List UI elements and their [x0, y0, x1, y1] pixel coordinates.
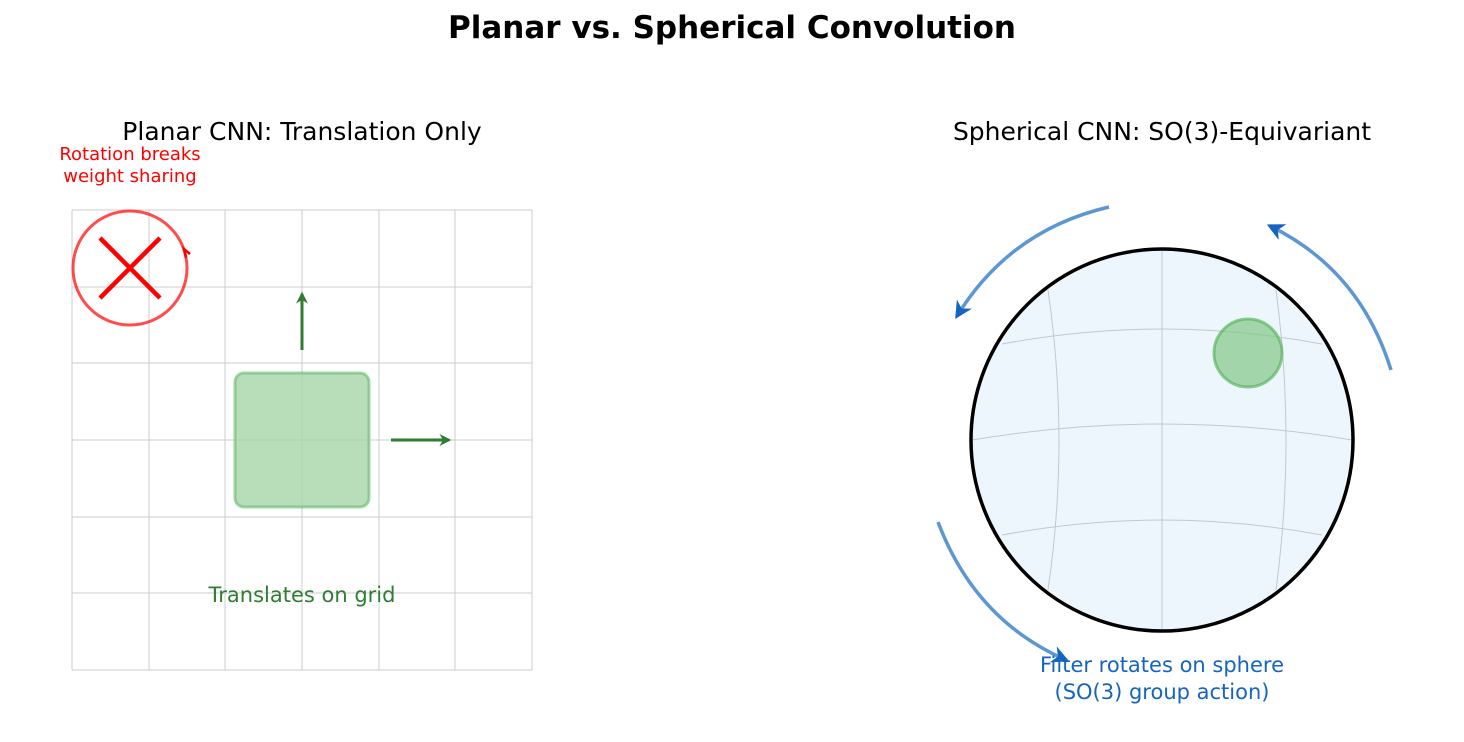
planar-panel-title: Planar CNN: Translation Only	[122, 117, 482, 146]
planar-filter-square	[233, 371, 371, 509]
sphere-caption: Filter rotates on sphere (SO(3) group ac…	[1040, 652, 1284, 706]
rotation-broken-icon	[71, 209, 191, 327]
rotation-arrow-bottom-left-icon	[936, 521, 1070, 663]
rotation-arrow-top-right-icon	[1266, 224, 1393, 371]
rotation-note-line-2: weight sharing	[63, 166, 197, 187]
rotation-arrow-top-left-icon	[955, 205, 1110, 319]
sphere-caption-line-1: Filter rotates on sphere	[1039, 653, 1285, 677]
spherical-filter-disk	[1212, 317, 1284, 389]
figure-title: Planar vs. Spherical Convolution	[448, 10, 1016, 46]
spherical-panel-title: Spherical CNN: SO(3)-Equivariant	[952, 117, 1372, 146]
sphere	[969, 247, 1355, 633]
rotation-note: Rotation breaks weight sharing	[59, 144, 200, 188]
rotation-note-line-1: Rotation breaks	[59, 144, 201, 165]
translates-label: Translates on grid	[208, 583, 396, 607]
sphere-caption-line-2: (SO(3) group action)	[1054, 680, 1270, 704]
